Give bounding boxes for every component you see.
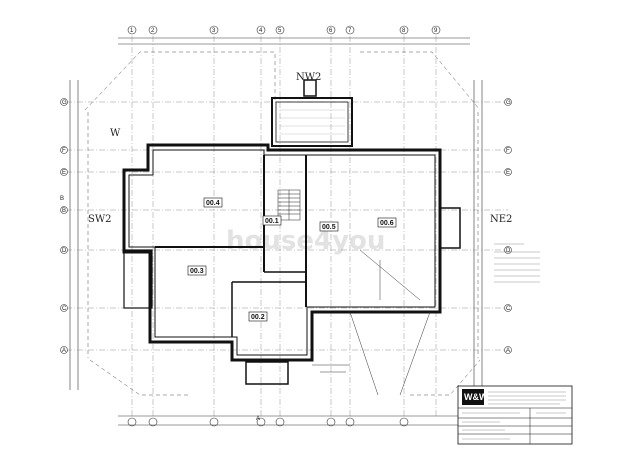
room-label-00-3: 00.3 (190, 268, 204, 275)
dimension-lines (69, 37, 483, 426)
grid-axis-bottom (127, 417, 409, 427)
grid-number-3: 3 (212, 28, 216, 34)
annotation-sw2: SW2 (88, 214, 112, 225)
grid-number-9: 9 (434, 28, 438, 34)
annotation-nw2: NW2 (296, 72, 321, 83)
annex-hatch (280, 109, 345, 135)
grid-letter-d-right: D (506, 248, 511, 254)
room-label-00-2: 00.2 (251, 314, 265, 321)
grid-axis-right: G F E D C A (504, 98, 512, 354)
ramp-lines (312, 249, 431, 396)
section-mark-a: A (256, 416, 260, 422)
grid-letter-f: F (62, 148, 66, 154)
grid-number-5: 5 (278, 28, 282, 34)
grid-letter-a-right: A (506, 348, 510, 354)
grid-number-1: 1 (130, 28, 134, 34)
grid-letter-d: D (62, 248, 67, 254)
grid-letter-a: A (62, 348, 66, 354)
grid-letter-b: B (62, 208, 66, 214)
grid-letter-f-right: F (506, 148, 510, 154)
grid-letter-e: E (62, 170, 66, 176)
staircase (277, 189, 301, 221)
annotation-w: W (110, 128, 121, 139)
section-mark-b: B (60, 196, 64, 202)
room-label-00-4: 00.4 (206, 200, 220, 207)
grid-letter-g-right: G (506, 100, 511, 106)
area-legend (494, 243, 540, 283)
grid-letter-g: G (62, 100, 67, 106)
grid-number-4: 4 (259, 28, 263, 34)
title-block: W&W (457, 385, 573, 445)
roof-outline (84, 51, 481, 396)
room-label-00-6: 00.6 (380, 220, 394, 227)
brand-logo: W&W (464, 392, 488, 402)
grid-axis-top: 1 2 3 4 5 6 7 8 9 (127, 25, 441, 35)
grid-letter-c-right: C (506, 306, 511, 312)
grid-number-2: 2 (151, 28, 155, 34)
room-label-00-5: 00.5 (322, 224, 336, 231)
grid-number-6: 6 (329, 28, 333, 34)
annotation-ne2: NE2 (490, 214, 512, 225)
building-walls (122, 79, 461, 385)
grid-letter-e-right: E (506, 170, 510, 176)
grid-number-7: 7 (348, 28, 352, 34)
room-labels: 00.4 00.1 00.5 00.6 00.3 00.2 (187, 197, 397, 322)
grid-axis-left: G F E B D C A (60, 98, 68, 354)
grid-letter-c: C (62, 306, 67, 312)
grid-number-8: 8 (402, 28, 406, 34)
room-label-00-1: 00.1 (265, 218, 279, 225)
